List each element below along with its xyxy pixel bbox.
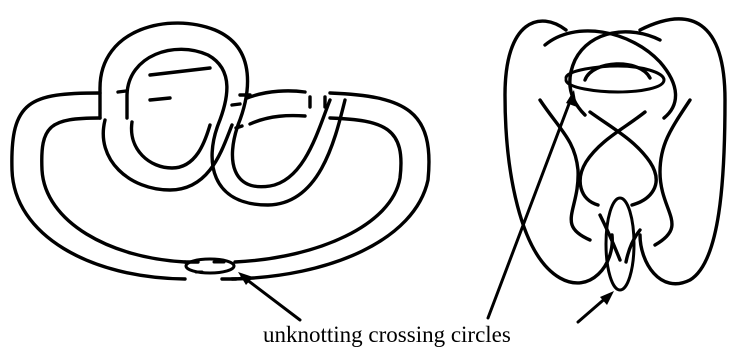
right-upper-crossing-circle [566, 64, 664, 92]
left-crossing-circle [185, 259, 236, 279]
right-knot-inner-right [655, 100, 690, 245]
left-knot-dash-2 [232, 104, 240, 105]
left-knot-cross-strand-4 [250, 116, 305, 124]
caption: unknotting crossing circles [263, 322, 511, 347]
left-knot [12, 23, 429, 279]
left-knot-dash-1 [118, 91, 126, 92]
arrow-left-circle [242, 276, 300, 320]
right-knot-right-lobe [640, 19, 725, 284]
left-knot-cross-strand-2 [150, 98, 170, 100]
right-lower-crossing-circle [600, 198, 640, 290]
right-knot-left-lobe [505, 21, 612, 283]
right-knot-top-arch-1 [545, 31, 676, 118]
left-knot-cross-strand-1 [150, 68, 210, 75]
left-knot-cross-strand-3 [247, 91, 305, 98]
left-knot-dash-3 [236, 126, 242, 128]
left-knot-outer-band-inner [42, 118, 401, 262]
right-knot [505, 19, 725, 290]
arrow-right-upper-circle [488, 96, 572, 318]
left-knot-lower-loop-inner [132, 122, 210, 168]
